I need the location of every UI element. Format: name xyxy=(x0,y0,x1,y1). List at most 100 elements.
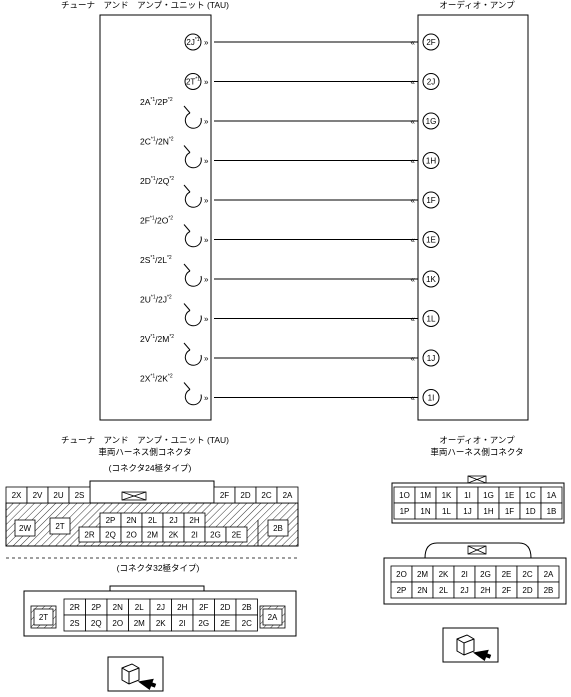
pin-label: 2D xyxy=(220,603,230,612)
tau-pin-circle xyxy=(184,33,202,51)
pin-label: 2N xyxy=(417,586,427,595)
tau-pin-alt-sup: *2 xyxy=(169,176,174,182)
amp-connector-title: オーディオ・アンプ xyxy=(439,435,515,445)
tau-terminal-marker: » xyxy=(204,38,209,47)
tau24-top-right-pin: 2A xyxy=(276,486,299,504)
pin-label: 2B xyxy=(544,586,554,595)
tau-terminal-marker: » xyxy=(204,394,209,403)
tau-pin-label: 2J*1 xyxy=(186,37,199,47)
tau-connector-subtitle: 車両ハーネス側コネクタ xyxy=(98,447,191,457)
shield-symbol xyxy=(184,310,202,327)
amp1-row2-pin: 1F xyxy=(498,502,521,520)
pin-label: 2R xyxy=(84,531,94,540)
tau32-row1-pin: 2H xyxy=(171,598,194,616)
amp1-row2-pin: 1J xyxy=(456,502,479,520)
tau-connector-24-label: (コネクタ24極タイプ) xyxy=(109,463,192,473)
pin-label: 2N xyxy=(126,516,136,525)
tau24-row1-pin: 2P xyxy=(99,512,122,528)
amp1-row1-pin: 1M xyxy=(414,486,437,504)
tau32-row2-pin: 2S xyxy=(63,614,86,632)
pin-label: 2S xyxy=(75,491,85,500)
tau32-row2-pin: 2G xyxy=(192,614,215,632)
tau-pin-alt-sup: *2 xyxy=(168,374,173,380)
pin-label: 2U xyxy=(53,491,63,500)
pin-label: 2M xyxy=(147,531,158,540)
tau-pin-alt: /2J xyxy=(156,295,167,305)
amp-pin-label: 1G xyxy=(426,117,437,126)
tau-pin-alt: /2N xyxy=(156,137,169,147)
tau-terminal-marker: » xyxy=(204,157,209,166)
pin-cell xyxy=(540,502,563,520)
amp1-row2-pin: 1D xyxy=(519,502,542,520)
tau-pin-alt-sup: *2 xyxy=(167,255,172,261)
pin-label: 2I xyxy=(179,619,186,628)
pin-cell xyxy=(262,608,283,626)
tau-terminal-marker: » xyxy=(204,236,209,245)
pin-label: 2G xyxy=(480,570,491,579)
pin-label: 1A xyxy=(547,491,557,500)
pin-label: 2I xyxy=(191,531,198,540)
pin-label: 2E xyxy=(232,531,242,540)
amp2-row2-pin: 2J xyxy=(453,581,476,599)
amp-pin-circle xyxy=(422,270,440,288)
tau32-row1-pin: 2L xyxy=(128,598,151,616)
amp1-row2-pin: 1B xyxy=(540,502,563,520)
tau-title: チューナ アンド アンプ・ユニット (TAU) xyxy=(61,0,229,10)
tau24-row2-pin: 2R xyxy=(78,526,101,543)
amp2-row2-pin: 2D xyxy=(516,581,539,599)
amp-terminal-marker: « xyxy=(411,38,416,47)
shield-symbol xyxy=(184,231,202,248)
tau24-row1-pin: 2J xyxy=(162,512,185,528)
amp2-row1-pin: 2K xyxy=(432,565,455,583)
pin-cell xyxy=(49,517,71,535)
tau24-row2-pin: 2K xyxy=(162,526,185,543)
tau-pin-label: 2D*1/2Q*2 xyxy=(140,176,174,186)
pin-label: 2N xyxy=(113,603,123,612)
shield-lead xyxy=(183,224,191,232)
tau32-row2-pin: 2Q xyxy=(85,614,108,632)
tau-pin-circle xyxy=(184,73,202,90)
tau-pin-label: 2T*1 xyxy=(186,77,200,87)
amp-pin-circle xyxy=(422,389,440,406)
pin-label: 1B xyxy=(547,507,557,516)
shield-lead xyxy=(183,342,191,351)
amp-terminal-marker: « xyxy=(411,394,416,403)
pin-label: 2L xyxy=(439,586,448,595)
tau24-top-right-pin: 2F xyxy=(213,486,236,504)
pin-label: 2S xyxy=(70,619,80,628)
tau-pin-name: 2D xyxy=(140,176,151,186)
pin-label: 2A xyxy=(268,613,278,622)
pin-label: 2P xyxy=(106,516,116,525)
pin-label: 2K xyxy=(439,570,449,579)
amp2-row2-pin: 2L xyxy=(432,581,455,599)
pin-label: 1I xyxy=(464,491,471,500)
pin-label: 2L xyxy=(135,603,144,612)
tau-pin-label: 2X*1/2K*2 xyxy=(140,374,173,384)
amp-pin-label: 1L xyxy=(427,315,436,324)
tau32-row1-pin: 2R xyxy=(63,598,86,616)
amp-pin-circle xyxy=(422,73,440,90)
tau-pin-name: 2F xyxy=(140,216,150,226)
tau-pin-alt-sup: *2 xyxy=(168,97,173,103)
amp-pin-circle xyxy=(422,349,440,367)
pin-label: 2C xyxy=(261,491,271,500)
tau24-top-right-pin: 2D xyxy=(234,486,257,504)
pin-label: 2A xyxy=(283,491,293,500)
amp-terminal-marker: « xyxy=(411,157,416,166)
pin-label: 2V xyxy=(33,491,43,500)
shield-symbol xyxy=(184,112,202,129)
pin-label: 1C xyxy=(525,491,535,500)
tau24-row2-pin: 2G xyxy=(204,526,227,543)
pin-label: 2F xyxy=(220,491,229,500)
tau-pin-label: 2A*1/2P*2 xyxy=(140,97,173,107)
amp2-row2-pin: 2N xyxy=(411,581,434,599)
pin-label: 1J xyxy=(463,507,471,516)
tau-pin-alt: /2Q xyxy=(156,176,170,186)
